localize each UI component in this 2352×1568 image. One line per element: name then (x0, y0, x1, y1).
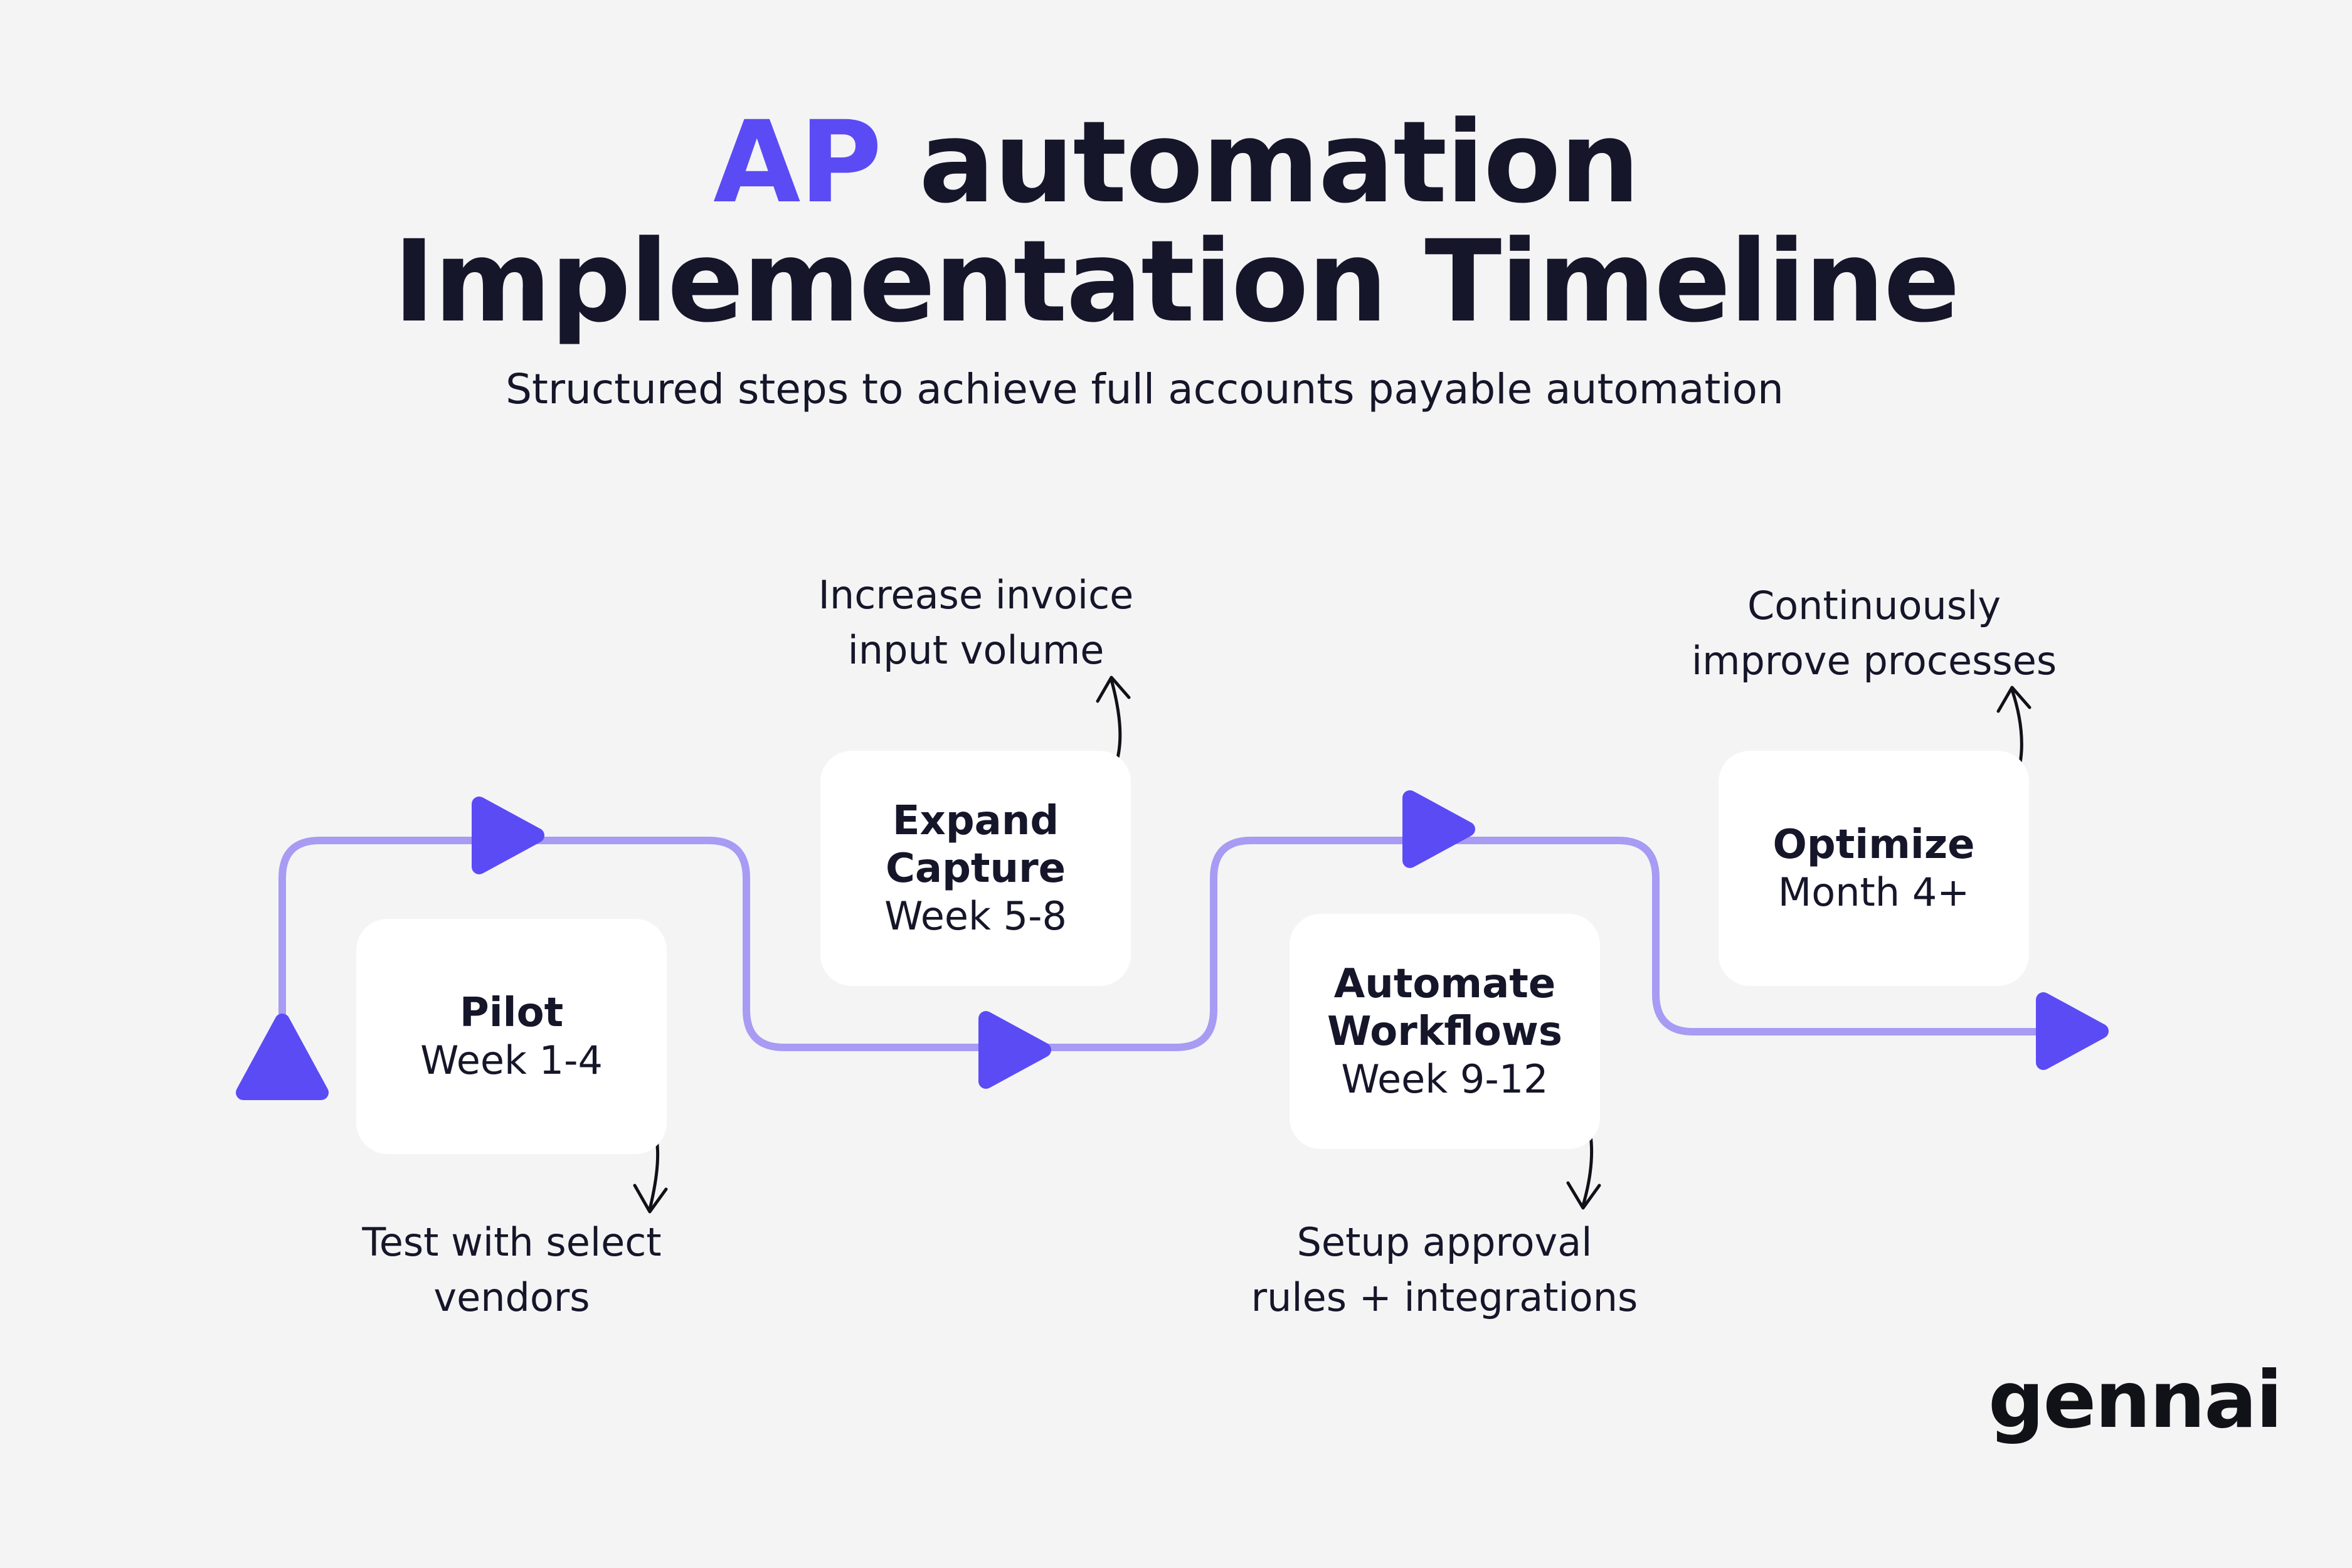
stage-name-line: Expand (892, 797, 1059, 844)
note-line: Test with select (362, 1219, 662, 1265)
note-line: rules + integrations (1251, 1274, 1638, 1320)
start-triangle-icon (236, 1014, 329, 1100)
stage-note-pilot: Test with select vendors (292, 1215, 731, 1325)
subtitle: Structured steps to achieve full account… (506, 365, 1784, 413)
stage-name: Optimize (1772, 821, 1975, 868)
play-arrow-icon (978, 1011, 1051, 1089)
note-line: improve processes (1691, 638, 2057, 684)
play-arrow-icon (472, 797, 544, 874)
stage-name: Pilot (459, 989, 564, 1036)
stage-card-pilot: Pilot Week 1-4 (356, 919, 667, 1154)
stage-name-line: Capture (885, 845, 1066, 893)
stage-card-optimize: Optimize Month 4+ (1719, 751, 2029, 986)
title-line-1: AP automation (0, 107, 2352, 220)
note-line: input volume (847, 627, 1104, 673)
stage-period: Week 9-12 (1341, 1056, 1549, 1103)
stage-name-line: Workflows (1327, 1009, 1563, 1056)
note-line: Increase invoice (818, 572, 1134, 618)
timeline-path (278, 837, 2067, 1083)
title-rest: automation (881, 97, 1640, 228)
stage-period: Week 5-8 (884, 893, 1067, 940)
note-line: Setup approval (1296, 1219, 1592, 1265)
stage-card-expand-capture: Expand Capture Week 5-8 (820, 751, 1131, 986)
gennai-logo: gennai (1988, 1355, 2282, 1446)
note-line: vendors (433, 1274, 590, 1320)
stage-name-line: Automate (1333, 960, 1556, 1007)
title-accent: AP (713, 97, 882, 228)
stage-note-automate-workflows: Setup approval rules + integrations (1194, 1215, 1695, 1325)
stage-note-optimize: Continuously improve processes (1623, 578, 2125, 689)
stage-note-expand-capture: Increase invoice input volume (756, 568, 1195, 678)
stage-period: Week 1-4 (420, 1037, 603, 1083)
note-line: Continuously (1747, 583, 2001, 628)
stage-period: Month 4+ (1777, 869, 1970, 915)
stage-card-automate-workflows: Automate Workflows Week 9-12 (1290, 914, 1600, 1149)
end-arrow-icon (2036, 992, 2109, 1070)
play-arrow-icon (1402, 790, 1475, 868)
title-line-2: Implementation Timeline (393, 216, 1960, 347)
